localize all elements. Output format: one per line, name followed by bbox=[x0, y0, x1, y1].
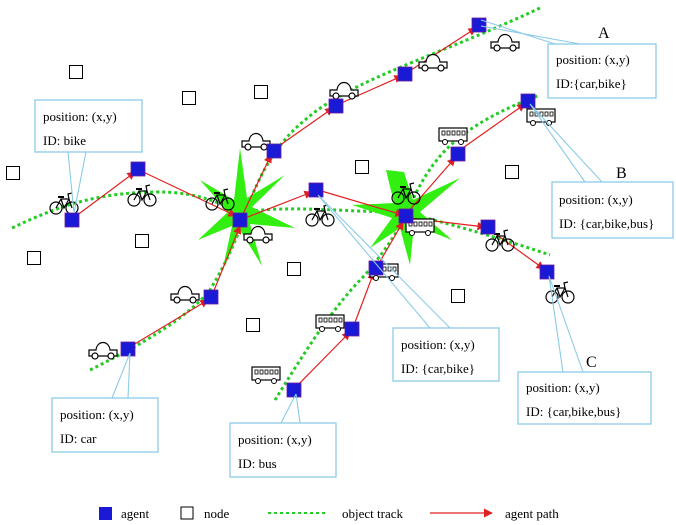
legend-node-swatch bbox=[180, 506, 194, 520]
agent-square bbox=[397, 66, 413, 82]
callout-mid: position: (x,y) ID: {car,bike} bbox=[392, 327, 500, 382]
node-square bbox=[246, 318, 260, 332]
callout-position: position: (x,y) bbox=[526, 380, 600, 395]
callout-pointer-b bbox=[529, 103, 603, 183]
agent-square bbox=[203, 289, 219, 305]
agent-square bbox=[480, 219, 496, 235]
agent-square bbox=[520, 93, 536, 109]
callout-id: ID:{car,bike} bbox=[556, 76, 627, 91]
callout-letter-a: A bbox=[598, 25, 610, 42]
node-square bbox=[355, 160, 369, 174]
agent-square bbox=[64, 212, 80, 228]
node-square bbox=[254, 85, 268, 99]
callout-letter-c: C bbox=[586, 354, 597, 371]
callout-id: ID: {car,bike,bus} bbox=[559, 216, 654, 231]
callout-position: position: (x,y) bbox=[401, 337, 475, 352]
callout-position: position: (x,y) bbox=[60, 407, 134, 422]
agent-square bbox=[450, 146, 466, 162]
legend: agent node object track agent path bbox=[99, 506, 559, 521]
agent-square bbox=[130, 161, 146, 177]
legend-track-label: object track bbox=[342, 506, 403, 521]
agent-square bbox=[286, 382, 302, 398]
legend-path-label: agent path bbox=[505, 506, 559, 521]
legend-agent-label: agent bbox=[121, 506, 150, 521]
node-square bbox=[182, 91, 196, 105]
callout-a: A position: (x,y) ID:{car,bike} bbox=[547, 25, 657, 99]
callout-pointer-bike bbox=[67, 151, 87, 214]
bus-icon bbox=[315, 314, 345, 333]
legend-agent-swatch bbox=[99, 507, 112, 520]
callouts: A position: (x,y) ID:{car,bike} position… bbox=[34, 25, 674, 478]
node-square bbox=[135, 234, 149, 248]
agent-square bbox=[344, 321, 360, 337]
car-icon bbox=[241, 132, 271, 151]
callout-id: ID: bike bbox=[43, 133, 86, 148]
node-square bbox=[6, 166, 20, 180]
car-icon bbox=[170, 285, 200, 304]
bus-icon bbox=[251, 366, 281, 385]
callout-position: position: (x,y) bbox=[556, 52, 630, 67]
node-square bbox=[27, 251, 41, 265]
node-square bbox=[287, 262, 301, 276]
agent-square bbox=[328, 98, 344, 114]
agent-square bbox=[266, 143, 282, 159]
callout-position: position: (x,y) bbox=[238, 432, 312, 447]
callout-letter-b: B bbox=[616, 165, 627, 182]
agent-square bbox=[308, 182, 324, 198]
callout-id: ID: car bbox=[60, 431, 97, 446]
callout-pointer-car bbox=[111, 352, 131, 399]
callout-pointer-bus bbox=[280, 393, 301, 424]
agent-square bbox=[471, 17, 487, 33]
callout-c: C position: (x,y) ID: {car,bike,bus} bbox=[517, 354, 652, 425]
agent-square bbox=[398, 208, 414, 224]
callout-position: position: (x,y) bbox=[559, 192, 633, 207]
agent-square bbox=[120, 341, 136, 357]
callout-bus: position: (x,y) ID: bus bbox=[229, 422, 337, 478]
legend-node-label: node bbox=[204, 506, 230, 521]
callout-pointers bbox=[67, 19, 603, 424]
agent-square bbox=[539, 264, 555, 280]
bike-icon bbox=[127, 184, 157, 207]
callout-bike: position: (x,y) ID: bike bbox=[34, 99, 143, 153]
callout-b: B position: (x,y) ID: {car,bike,bus} bbox=[551, 165, 674, 239]
callout-pointer-mid bbox=[317, 194, 451, 329]
callout-id: ID: {car,bike} bbox=[401, 361, 475, 376]
callout-pointer-a bbox=[480, 19, 581, 45]
car-icon bbox=[490, 33, 520, 52]
callout-car: position: (x,y) ID: car bbox=[51, 397, 159, 453]
node-square bbox=[505, 165, 519, 179]
callout-position: position: (x,y) bbox=[43, 109, 117, 124]
callout-id: ID: {car,bike,bus} bbox=[526, 404, 621, 419]
node-square bbox=[451, 289, 465, 303]
bus-icon bbox=[526, 108, 556, 127]
collision-star bbox=[198, 148, 295, 272]
callout-id: ID: bus bbox=[238, 456, 277, 471]
agent-square bbox=[232, 212, 248, 228]
node-square bbox=[69, 65, 83, 79]
car-icon bbox=[329, 81, 359, 100]
callout-pointer-c bbox=[548, 275, 584, 373]
car-icon bbox=[88, 341, 118, 360]
